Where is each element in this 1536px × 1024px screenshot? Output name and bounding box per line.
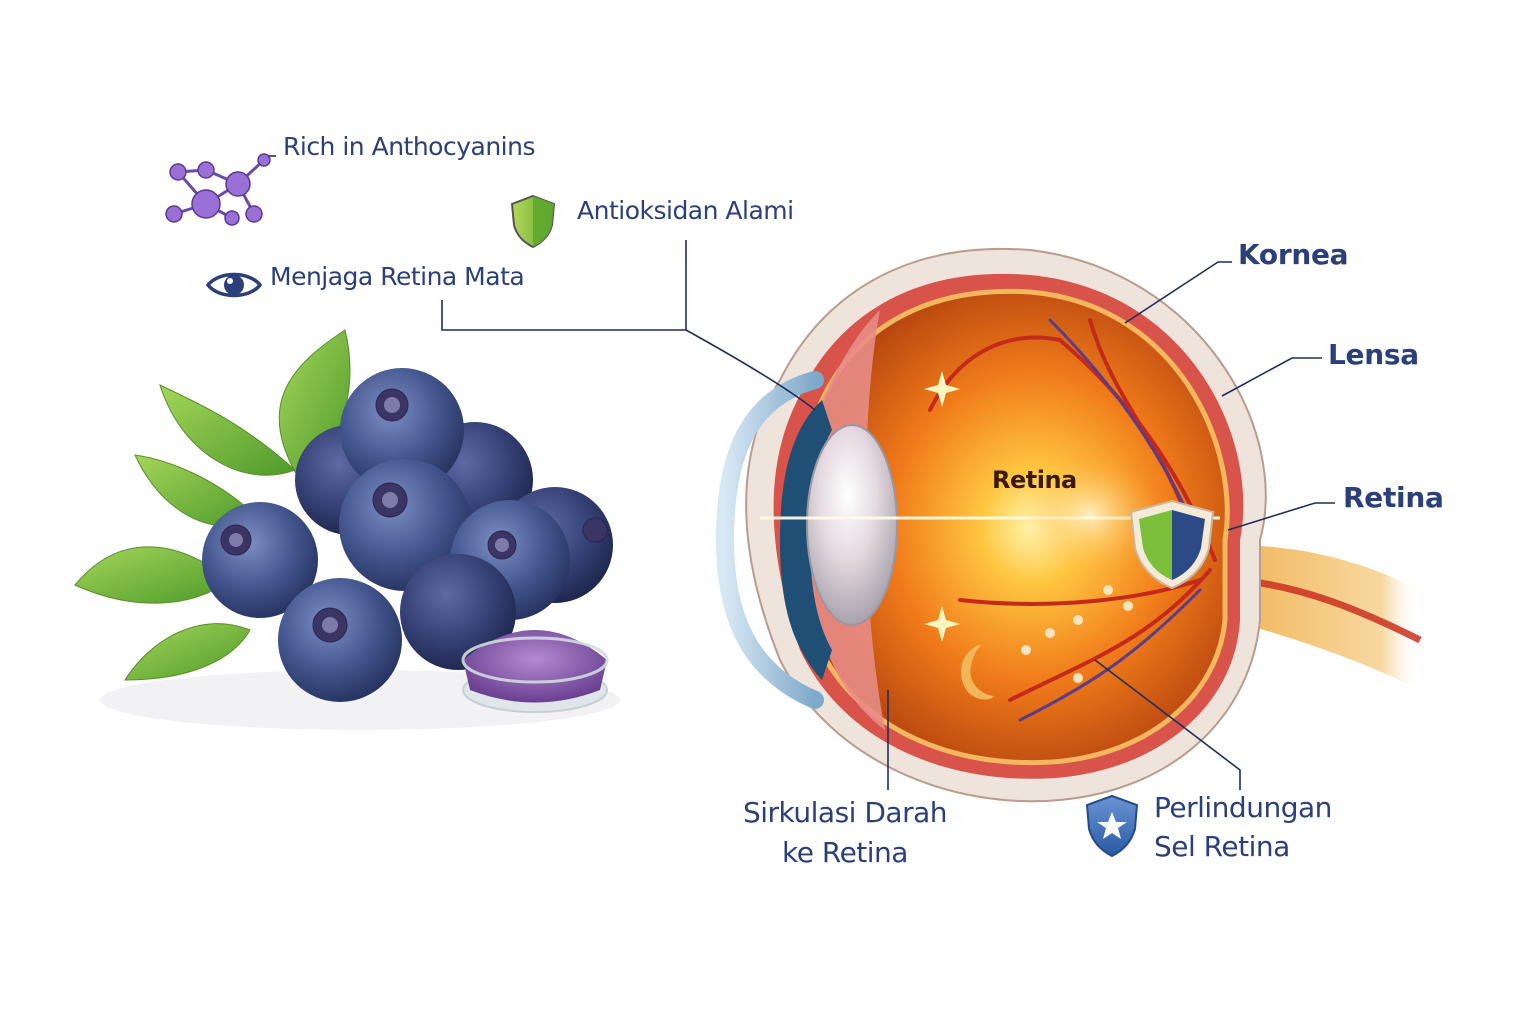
label-protection-line1: Perlindungan [1154,791,1332,824]
label-circulation-line2: ke Retina [782,836,908,869]
label-retina-inner: Retina [992,466,1077,494]
label-menjaga-retina-mata: Menjaga Retina Mata [270,262,525,291]
powder-bowl [461,630,609,713]
label-antioksidan-alami: Antioksidan Alami [577,196,794,225]
eye-icon [205,272,263,298]
eye-diagram [715,247,1422,803]
label-circulation-line1: Sirkulasi Darah [742,796,948,829]
blueberry-cluster [74,329,620,730]
label-protection-line2: Sel Retina [1154,830,1290,863]
shield-split-icon [1129,499,1215,590]
label-kornea: Kornea [1238,238,1349,271]
molecule-icon [165,153,271,226]
crescent-moon-icon [960,644,994,700]
label-lensa: Lensa [1328,338,1419,371]
label-rich-in-anthocyanins: Rich in Anthocyanins [283,132,536,161]
label-retina-outer: Retina [1343,481,1444,514]
shield-icon [510,194,556,249]
shield-star-icon [1085,794,1139,858]
